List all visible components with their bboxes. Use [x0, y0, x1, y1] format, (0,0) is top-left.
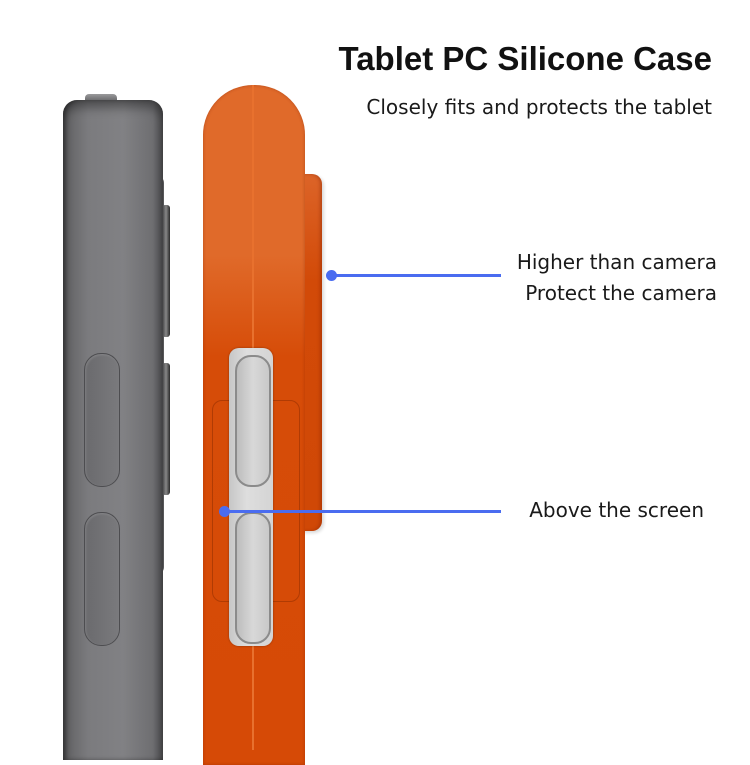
tablet-volume-down-key: [84, 512, 120, 646]
callout-screen-text: Above the screen: [529, 495, 704, 526]
camera-lens-icon: [162, 205, 170, 337]
page-title: Tablet PC Silicone Case: [338, 40, 712, 77]
case-volume-up-key: [235, 355, 271, 487]
tablet-top-button: [85, 94, 117, 103]
tablet-volume-up-key: [84, 353, 120, 487]
callout-camera-text: Higher than camera Protect the camera: [517, 247, 717, 309]
callout-line: [331, 274, 501, 277]
callout-line: [224, 510, 501, 513]
camera-lens-icon: [162, 363, 170, 495]
callout-screen-line-1: Above the screen: [529, 498, 704, 522]
callout-camera-line-2: Protect the camera: [525, 281, 717, 305]
case-volume-down-key: [235, 512, 271, 644]
page-subtitle: Closely fits and protects the tablet: [366, 95, 712, 119]
callout-camera-line-1: Higher than camera: [516, 250, 717, 274]
